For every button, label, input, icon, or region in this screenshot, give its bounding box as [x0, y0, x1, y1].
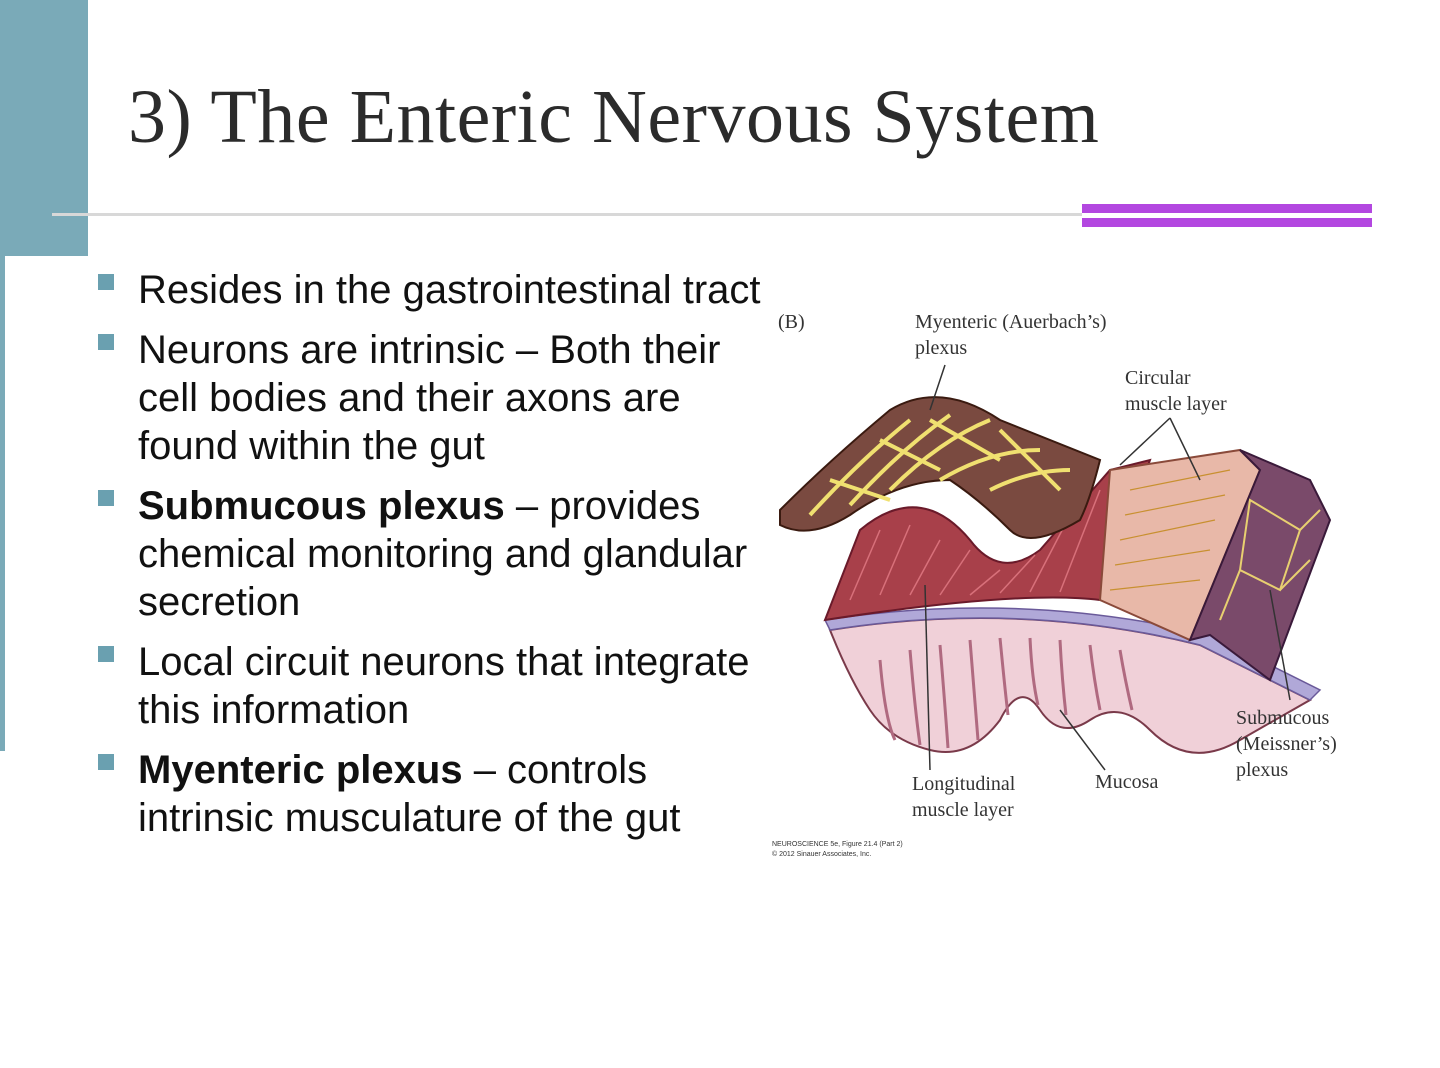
figure-copyright: © 2012 Sinauer Associates, Inc.	[772, 850, 871, 858]
bullet-text: – provides chemical monitoring and gland…	[138, 484, 748, 624]
accent-line	[0, 256, 5, 751]
bullet-square-icon	[98, 274, 114, 290]
slide-title: 3) The Enteric Nervous System	[128, 75, 1100, 159]
bullet-item: Neurons are intrinsic – Both their cell …	[96, 326, 776, 470]
gut-wall-diagram: (B) Myenteric (Auerbach’s) plexus Circul…	[770, 300, 1370, 870]
submucosa-band	[823, 607, 1322, 701]
bullet-bold: Submucous plexus	[138, 484, 505, 528]
label-myenteric: Myenteric (Auerbach’s)	[915, 311, 1107, 333]
bullet-item: Submucous plexus – provides chemical mon…	[96, 482, 776, 626]
label-longitudinal-2: muscle layer	[912, 799, 1014, 821]
label-longitudinal: Longitudinal	[912, 773, 1016, 795]
label-myenteric-2: plexus	[915, 337, 967, 359]
title-divider	[52, 213, 1082, 216]
bullet-square-icon	[98, 646, 114, 662]
bullet-text: – controls intrinsic musculature of the …	[138, 748, 681, 840]
bullet-square-icon	[98, 490, 114, 506]
accent-bar	[0, 0, 88, 256]
gut-wall-illustration: (B) Myenteric (Auerbach’s) plexus Circul…	[772, 311, 1337, 858]
label-circular-2: muscle layer	[1125, 393, 1227, 415]
highlight-bar	[1082, 204, 1372, 232]
submucous-plexus-sheet	[1188, 449, 1332, 682]
bullet-item: Myenteric plexus – controls intrinsic mu…	[96, 746, 776, 842]
label-submucous-2: (Meissner’s)	[1236, 733, 1337, 755]
label-submucous-3: plexus	[1236, 759, 1288, 781]
label-circular: Circular	[1125, 367, 1191, 389]
longitudinal-muscle	[823, 458, 1152, 622]
label-mucosa: Mucosa	[1095, 771, 1158, 793]
bullet-item: Resides in the gastrointestinal tract	[96, 266, 776, 314]
bullet-square-icon	[98, 754, 114, 770]
bullet-bold: Myenteric plexus	[138, 748, 463, 792]
label-submucous: Submucous	[1236, 707, 1330, 729]
myenteric-plexus-flap	[779, 396, 1102, 539]
bullet-square-icon	[98, 334, 114, 350]
figure-credit: NEUROSCIENCE 5e, Figure 21.4 (Part 2)	[772, 841, 903, 848]
bullet-text: Neurons are intrinsic – Both their cell …	[138, 328, 721, 468]
bullet-text: Resides in the gastrointestinal tract	[138, 268, 761, 312]
panel-label: (B)	[778, 311, 805, 333]
bullet-text: Local circuit neurons that integrate thi…	[138, 640, 750, 732]
bullet-item: Local circuit neurons that integrate thi…	[96, 638, 776, 734]
bullet-list: Resides in the gastrointestinal tract Ne…	[96, 266, 776, 854]
